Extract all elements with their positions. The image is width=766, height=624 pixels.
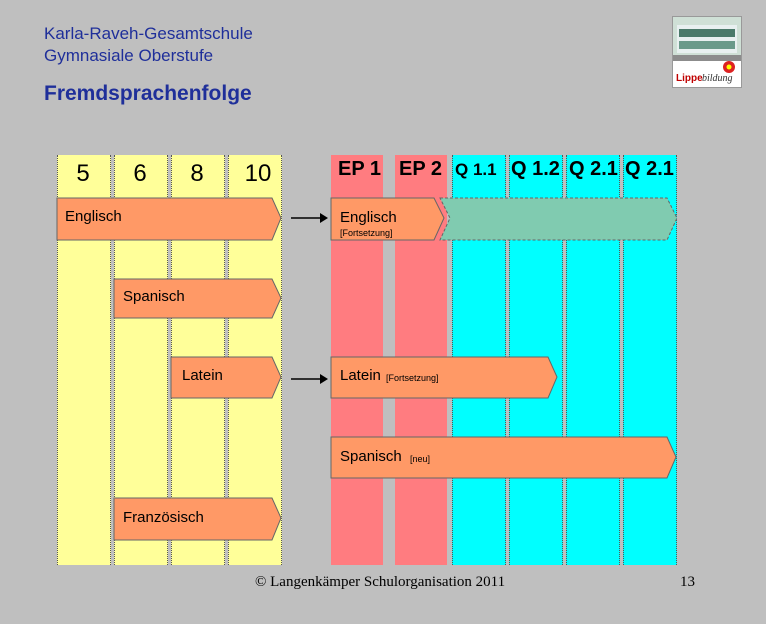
latein-sek1-label: Latein [182, 367, 223, 384]
spanisch-sek2-note: [neu] [410, 454, 430, 464]
englisch-sek1-label: Englisch [65, 208, 122, 225]
latein-sek2-note: [Fortsetzung] [386, 373, 439, 383]
englisch-connector-arrow [291, 213, 328, 223]
page-number: 13 [680, 574, 695, 591]
englisch-sek2-label: Englisch [340, 209, 397, 226]
spanisch-sek2-label: Spanisch [340, 448, 402, 465]
spanisch-sek1-label: Spanisch [123, 288, 185, 305]
latein-connector-arrow [291, 374, 328, 384]
englisch-sek2-note: [Fortsetzung] [340, 228, 393, 238]
franzoesisch-label: Französisch [123, 509, 204, 526]
latein-sek2-label: Latein [340, 367, 381, 384]
copyright-footer: © Langenkämper Schulorganisation 2011 [255, 574, 505, 591]
englisch-continuation-arrow [440, 198, 677, 240]
